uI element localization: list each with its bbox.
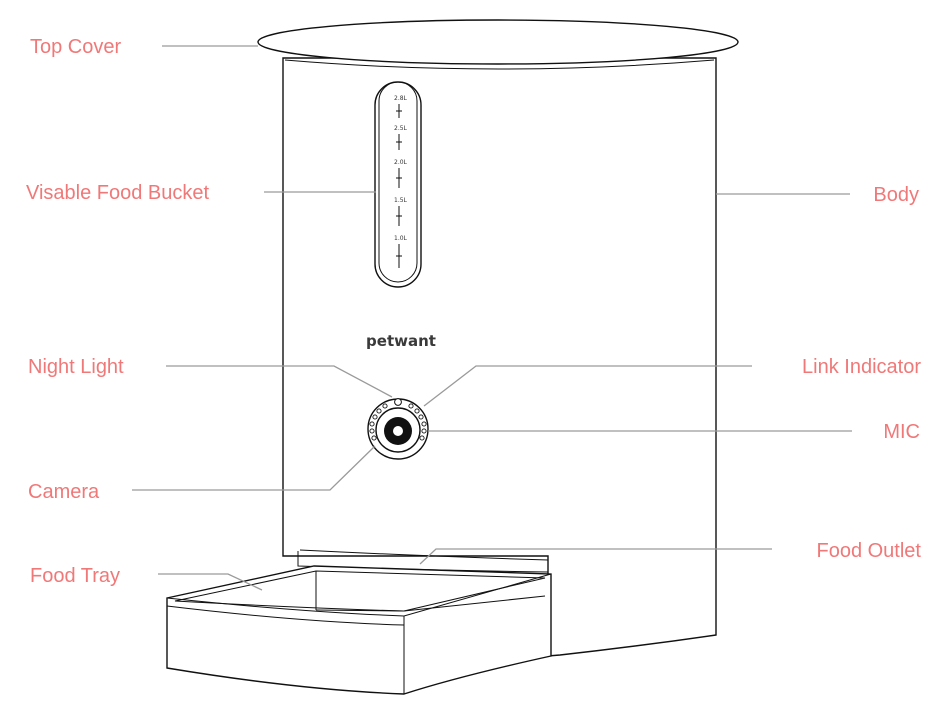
- top-cover-shape: [257, 19, 739, 65]
- label-night-light: Night Light: [28, 356, 124, 378]
- label-link-indicator: Link Indicator: [802, 356, 921, 378]
- leader-camera: [132, 445, 376, 491]
- label-body: Body: [873, 184, 919, 206]
- food-tray-shape: [166, 565, 552, 695]
- label-food-outlet: Food Outlet: [816, 540, 921, 562]
- label-top-cover: Top Cover: [30, 36, 121, 58]
- label-mic: MIC: [883, 421, 920, 443]
- label-camera: Camera: [28, 481, 100, 503]
- scale-mark: 2.8L: [394, 95, 408, 102]
- food-bucket-window-inner: [378, 81, 418, 283]
- leader-food-tray: [158, 573, 263, 591]
- feeder-body-shape: [282, 57, 717, 657]
- leader-night-light: [166, 365, 393, 398]
- camera-module: [367, 398, 429, 460]
- scale-mark: 2.0L: [394, 159, 408, 166]
- top-cover-rim: [284, 59, 715, 70]
- brand-logo: petwant: [366, 332, 436, 350]
- scale-mark: 1.0L: [394, 235, 408, 242]
- label-visable-food-bucket: Visable Food Bucket: [26, 182, 210, 204]
- leader-food-outlet: [419, 548, 772, 565]
- scale-mark: 1.5L: [394, 197, 408, 204]
- label-food-tray: Food Tray: [30, 565, 120, 587]
- bucket-scale: 2.8L 2.5L 2.0L 1.5L 1.0L: [394, 95, 408, 268]
- night-light-dot: [394, 398, 402, 406]
- scale-mark: 2.5L: [394, 125, 408, 132]
- leader-link-indicator: [423, 365, 752, 407]
